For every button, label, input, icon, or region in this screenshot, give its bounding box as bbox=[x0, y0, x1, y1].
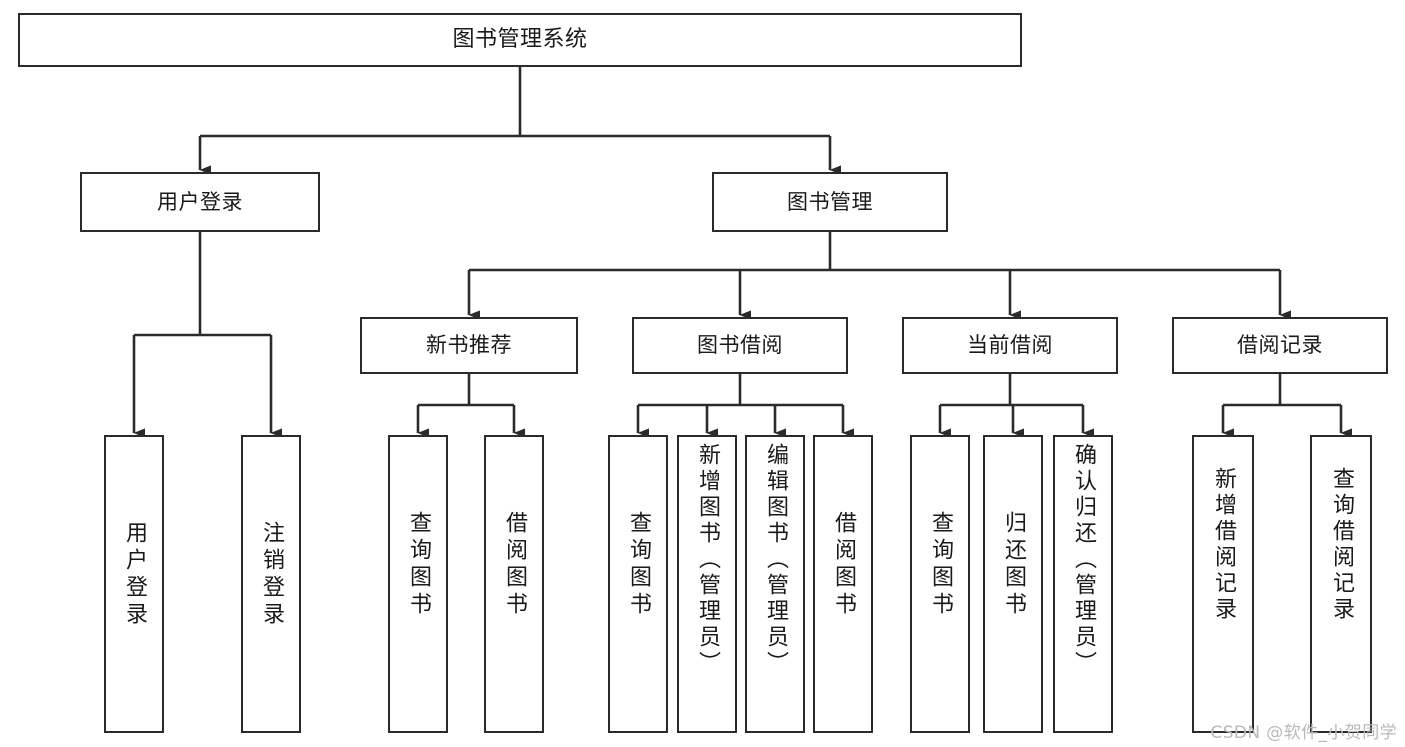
node-root-system[interactable]: 图书管理系统 bbox=[18, 13, 1022, 67]
node-leaf-query-book-recommend[interactable]: 查询图书 bbox=[388, 435, 448, 733]
node-new-book-recommend-label: 新书推荐 bbox=[426, 333, 512, 357]
node-book-management[interactable]: 图书管理 bbox=[712, 172, 948, 232]
node-leaf-query-book-current[interactable]: 查询图书 bbox=[910, 435, 970, 733]
node-leaf-add-book-admin-label: 新增图书（管理员） bbox=[695, 443, 720, 677]
node-current-borrow[interactable]: 当前借阅 bbox=[902, 317, 1118, 374]
node-leaf-confirm-return-admin-label: 确认归还（管理员） bbox=[1071, 443, 1096, 677]
node-leaf-user-logout[interactable]: 注销登录 bbox=[241, 435, 301, 733]
node-borrow-record-label: 借阅记录 bbox=[1237, 333, 1323, 357]
node-leaf-return-book-label: 归还图书 bbox=[1001, 511, 1026, 619]
node-leaf-confirm-return-admin[interactable]: 确认归还（管理员） bbox=[1053, 435, 1113, 733]
node-leaf-query-book-recommend-label: 查询图书 bbox=[406, 511, 431, 619]
node-new-book-recommend[interactable]: 新书推荐 bbox=[360, 317, 578, 374]
node-root-label: 图书管理系统 bbox=[452, 27, 588, 52]
node-book-borrow[interactable]: 图书借阅 bbox=[632, 317, 848, 374]
node-leaf-borrow-book[interactable]: 借阅图书 bbox=[813, 435, 873, 733]
node-user-login-label: 用户登录 bbox=[157, 189, 243, 214]
node-leaf-query-book-current-label: 查询图书 bbox=[928, 511, 953, 619]
node-borrow-record[interactable]: 借阅记录 bbox=[1172, 317, 1388, 374]
node-leaf-query-book-borrow-label: 查询图书 bbox=[626, 511, 651, 619]
node-book-borrow-label: 图书借阅 bbox=[697, 333, 783, 357]
node-leaf-query-borrow-record-label: 查询借阅记录 bbox=[1329, 467, 1354, 623]
node-leaf-query-book-borrow[interactable]: 查询图书 bbox=[608, 435, 668, 733]
node-current-borrow-label: 当前借阅 bbox=[967, 333, 1053, 357]
node-leaf-user-login-label: 用户登录 bbox=[122, 521, 147, 629]
node-user-login[interactable]: 用户登录 bbox=[80, 172, 320, 232]
node-leaf-borrow-book-recommend-label: 借阅图书 bbox=[502, 511, 527, 619]
node-book-management-label: 图书管理 bbox=[787, 189, 873, 214]
watermark-text: CSDN @软件_小贺同学 bbox=[1210, 723, 1397, 743]
node-leaf-add-borrow-record-label: 新增借阅记录 bbox=[1211, 467, 1236, 623]
node-leaf-edit-book-admin-label: 编辑图书（管理员） bbox=[763, 443, 788, 677]
node-leaf-return-book[interactable]: 归还图书 bbox=[983, 435, 1043, 733]
node-leaf-user-logout-label: 注销登录 bbox=[259, 521, 284, 629]
node-leaf-query-borrow-record[interactable]: 查询借阅记录 bbox=[1310, 435, 1372, 733]
node-leaf-user-login[interactable]: 用户登录 bbox=[104, 435, 164, 733]
node-leaf-add-book-admin[interactable]: 新增图书（管理员） bbox=[677, 435, 737, 733]
node-leaf-add-borrow-record[interactable]: 新增借阅记录 bbox=[1192, 435, 1254, 733]
node-leaf-borrow-book-recommend[interactable]: 借阅图书 bbox=[484, 435, 544, 733]
node-leaf-edit-book-admin[interactable]: 编辑图书（管理员） bbox=[745, 435, 805, 733]
node-leaf-borrow-book-label: 借阅图书 bbox=[831, 511, 856, 619]
